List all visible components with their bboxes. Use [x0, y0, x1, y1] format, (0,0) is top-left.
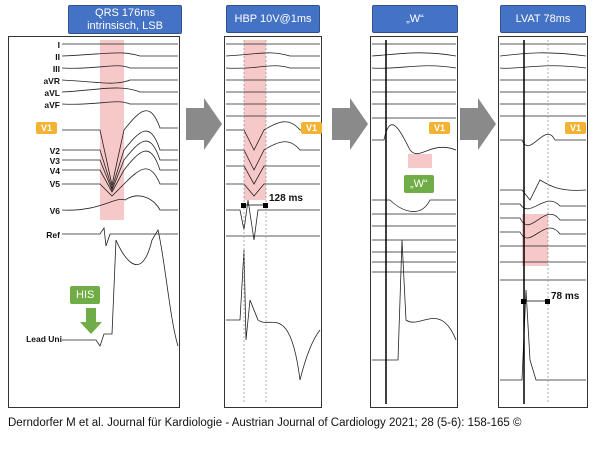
lead-label-v3: V3 — [49, 156, 60, 166]
v1-badge-panel1: V1 — [36, 122, 58, 134]
lead-label-avf: aVF — [44, 100, 60, 110]
v1-badge-panel3: V1 — [429, 122, 451, 134]
header-qrs: QRS 176ms intrinsisch, LSB — [68, 5, 182, 34]
lead-label-i: I — [57, 40, 60, 50]
lead-label-iii: III — [52, 64, 60, 74]
arrow-2-icon — [332, 98, 368, 150]
lead-label-v2: V2 — [49, 146, 60, 156]
v1-badge-panel4: V1 — [565, 122, 587, 134]
panel4-traces — [499, 40, 587, 404]
his-arrow-icon — [80, 308, 102, 334]
header-lvat: LVAT 78ms — [500, 5, 586, 33]
lvat-marker-start — [521, 299, 526, 304]
his-label: HIS — [70, 286, 101, 304]
lvat-marker-end — [545, 299, 550, 304]
header-hbp: HBP 10V@1ms — [226, 5, 320, 33]
hbp-measurement: 128 ms — [269, 193, 303, 204]
w-label: „W“ — [404, 175, 434, 193]
panel-hbp — [224, 36, 322, 408]
hbp-marker-start — [241, 203, 246, 208]
citation: Derndorfer M et al. Journal für Kardiolo… — [8, 417, 522, 429]
lead-label-lead-uni: Lead Uni — [26, 334, 62, 344]
hbp-marker-end — [263, 203, 268, 208]
lead-label-avl: aVL — [44, 88, 60, 98]
lead-label-v4: V4 — [49, 166, 60, 176]
lvat-highlight — [522, 214, 548, 266]
panel1-traces — [61, 43, 179, 347]
panel-intrinsic — [8, 36, 180, 408]
lead-label-avr: aVR — [43, 76, 60, 86]
arrow-1-icon — [186, 98, 222, 150]
panel3-traces — [371, 40, 457, 404]
panel2-traces — [225, 40, 321, 404]
lead-label-ref: Ref — [46, 230, 60, 240]
lead-label-v5: V5 — [49, 179, 60, 189]
lead-label-v6: V6 — [49, 206, 60, 216]
lead-label-ii: II — [55, 52, 60, 62]
arrow-3-icon — [460, 98, 496, 150]
panel-w — [370, 36, 458, 408]
w-highlight — [408, 154, 432, 168]
header-w: „W“ — [372, 5, 458, 33]
lvat-measurement: 78 ms — [551, 291, 580, 302]
v1-badge-panel2: V1 — [301, 122, 323, 134]
hbp-highlight — [244, 40, 266, 200]
